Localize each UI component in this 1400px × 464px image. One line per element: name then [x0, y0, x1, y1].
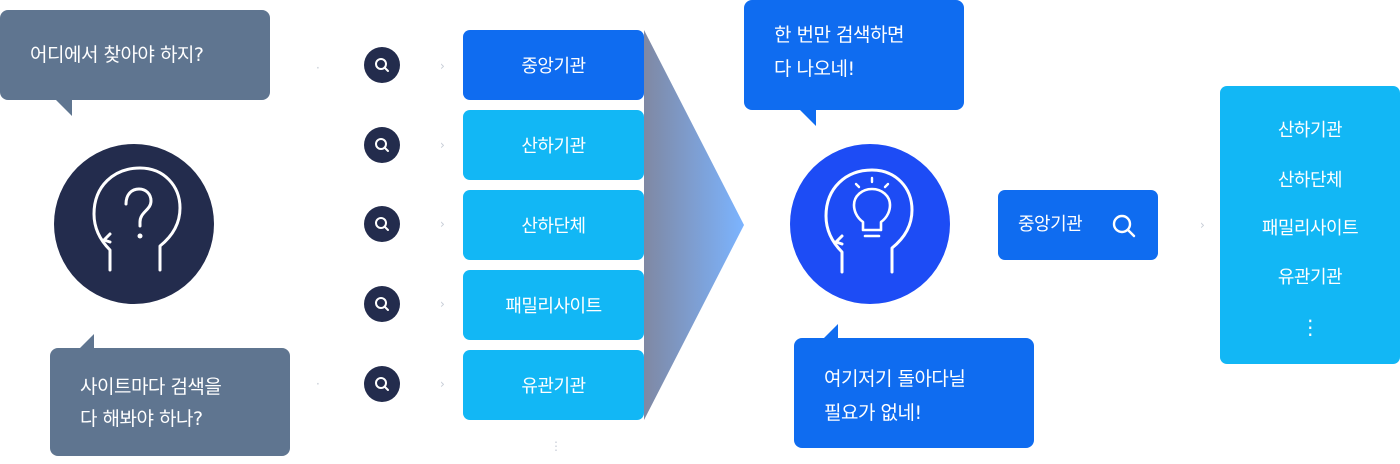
category-pill-5-label: 유관기관 [521, 376, 586, 397]
head-question-icon [92, 166, 182, 272]
category-pill-4[interactable]: 패밀리사이트 [463, 270, 644, 340]
category-pill-1-label: 중앙기관 [521, 56, 586, 77]
answer-bubble-no-roam: 여기저기 돌아다닐 필요가 없네! [794, 324, 1034, 448]
search-icon-2 [364, 127, 400, 163]
answer-bubble-once-line1: 한 번만 검색하면 [774, 24, 904, 46]
search-icon-4 [364, 286, 400, 322]
unified-search-box[interactable]: 중앙기관 [998, 190, 1158, 260]
category-pill-2-label: 산하기관 [521, 136, 586, 157]
result-item-3[interactable]: 패밀리사이트 [1261, 218, 1359, 239]
search-icon-5 [364, 366, 400, 402]
magnifier-icon[interactable] [1110, 212, 1138, 240]
question-bubble-per-site: 사이트마다 검색을 다 해봐야 하나? [50, 334, 290, 456]
category-pill-3-label: 산하단체 [521, 216, 586, 237]
search-icon-3 [364, 206, 400, 242]
result-list-box: 산하기관 산하단체 패밀리사이트 유관기관 ⋮ [1220, 86, 1400, 364]
answer-bubble-no-roam-line2: 필요가 없네! [824, 402, 922, 424]
result-item-2[interactable]: 산하단체 [1277, 170, 1343, 191]
result-item-1[interactable]: 산하기관 [1277, 120, 1343, 141]
category-pill-2[interactable]: 산하기관 [463, 110, 644, 180]
unified-search-label: 중앙기관 [1018, 214, 1083, 235]
question-bubble-where-text: 어디에서 찾아야 하지? [30, 44, 204, 66]
category-pill-5[interactable]: 유관기관 [463, 350, 644, 420]
question-bubble-per-site-line2: 다 해봐야 하나? [80, 408, 203, 430]
question-bubble-per-site-line1: 사이트마다 검색을 [80, 376, 222, 398]
head-lightbulb-icon [824, 168, 914, 274]
answer-bubble-once-line2: 다 나오네! [774, 58, 855, 80]
search-icon-1 [364, 47, 400, 83]
confused-head-circle [54, 144, 214, 304]
answer-bubble-once: 한 번만 검색하면 다 나오네! [744, 0, 964, 126]
idea-head-circle [790, 144, 950, 304]
category-pill-1[interactable]: 중앙기관 [463, 30, 644, 100]
result-item-4[interactable]: 유관기관 [1277, 267, 1343, 288]
question-bubble-where: 어디에서 찾아야 하지? [0, 10, 270, 116]
result-more-indicator: ⋮ [1300, 315, 1320, 339]
funnel-arrow [644, 30, 744, 420]
category-pill-3[interactable]: 산하단체 [463, 190, 644, 260]
answer-bubble-no-roam-line1: 여기저기 돌아다닐 [824, 368, 966, 390]
category-pill-4-label: 패밀리사이트 [505, 296, 602, 317]
